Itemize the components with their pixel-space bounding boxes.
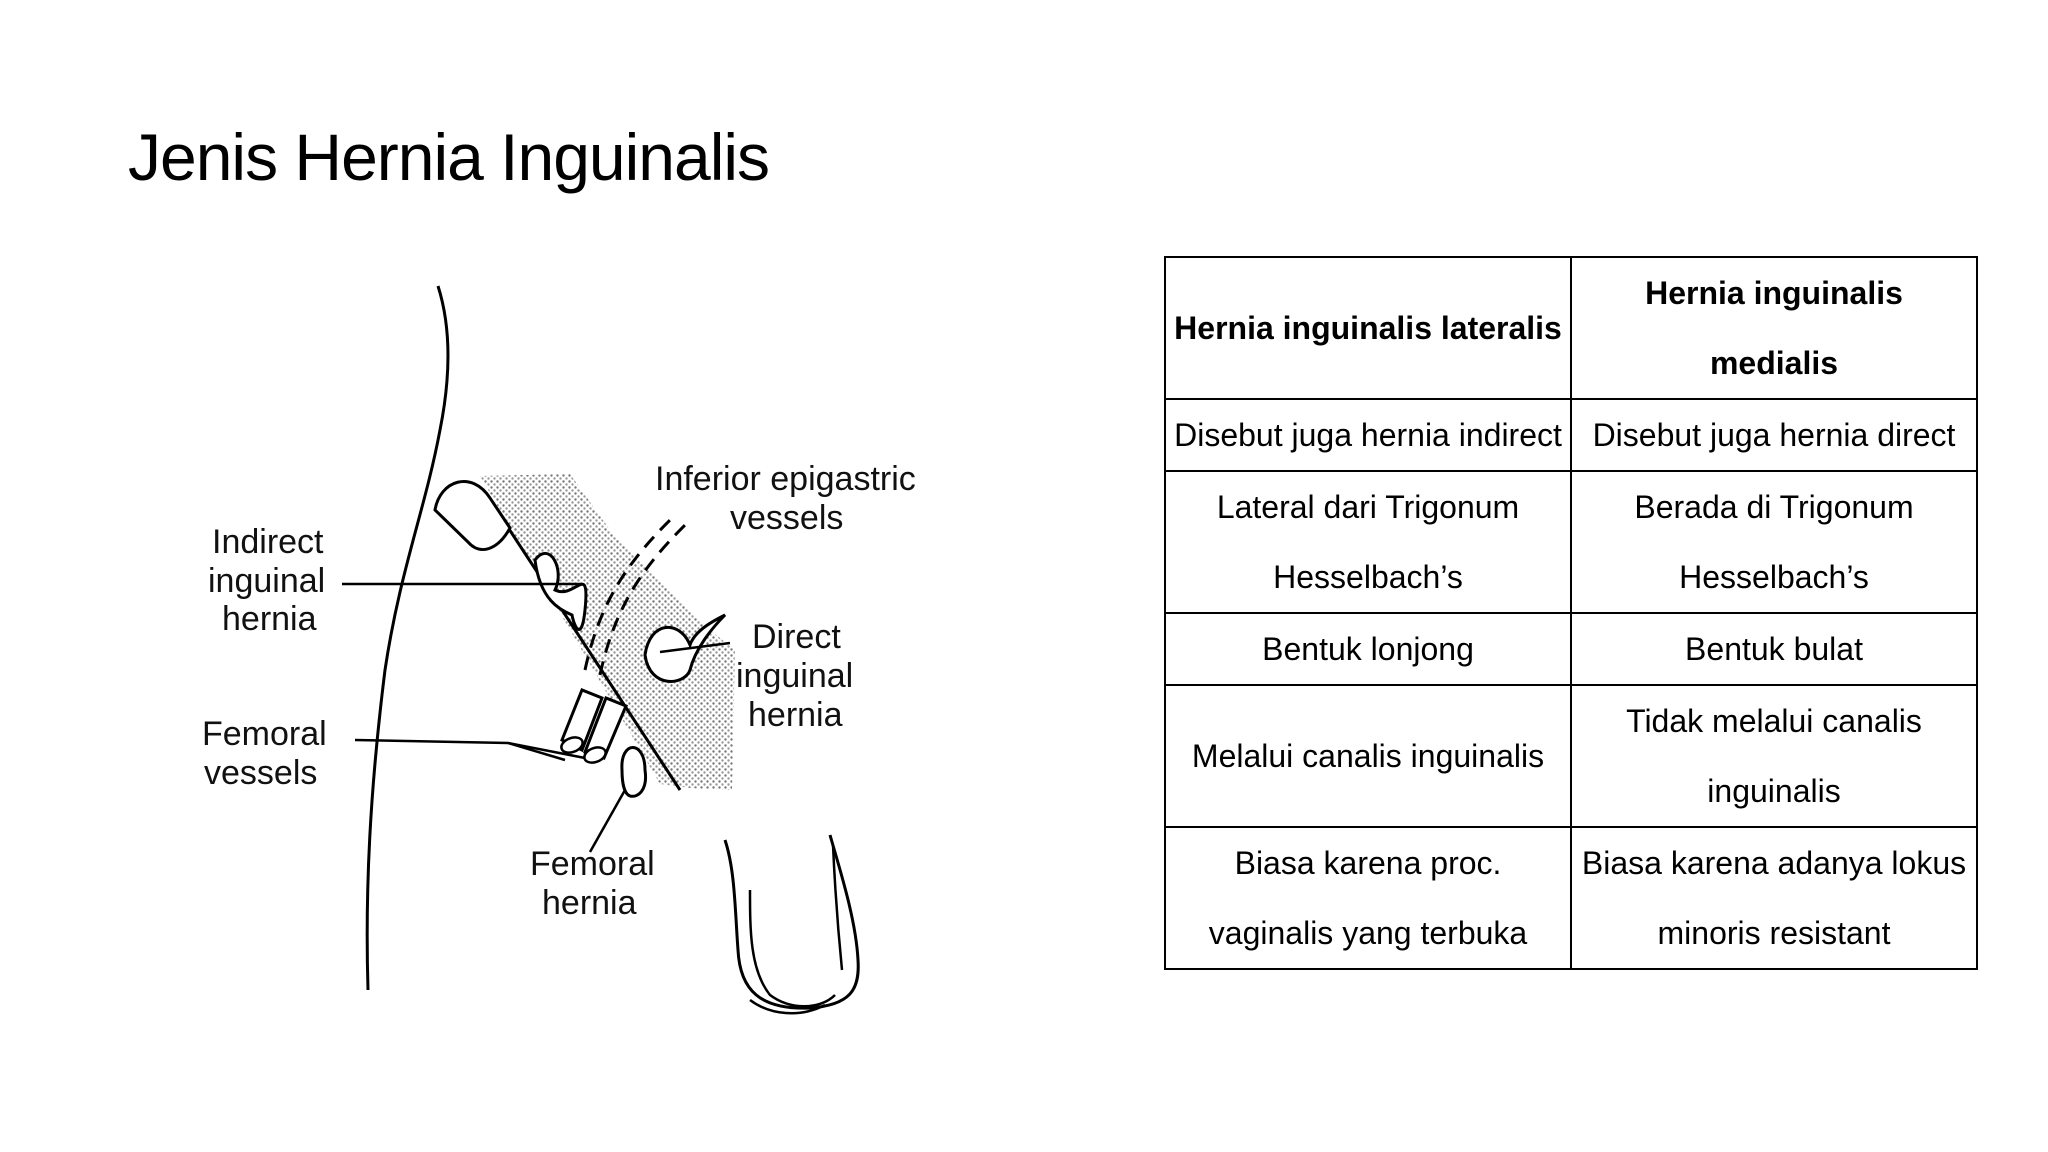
label-direct-2: inguinal (736, 657, 853, 695)
table-cell: Disebut juga hernia direct (1570, 398, 1978, 472)
table-cell: Berada di Trigonum Hesselbach’s (1570, 470, 1978, 614)
table-row: Biasa karena proc. vaginalis yang terbuk… (1164, 826, 1978, 970)
table-cell: Bentuk lonjong (1164, 612, 1572, 686)
label-indirect-1: Indirect (212, 523, 324, 561)
indirect-hernia-sac (533, 551, 588, 631)
table-cell: Disebut juga hernia indirect (1164, 398, 1572, 472)
table-cell: Biasa karena adanya lokus minoris resist… (1570, 826, 1978, 970)
table-cell: Bentuk bulat (1570, 612, 1978, 686)
table-cell: Tidak melalui canalis inguinalis (1570, 684, 1978, 828)
table-cell: Biasa karena proc. vaginalis yang terbuk… (1164, 826, 1572, 970)
abdominal-wall-edge (488, 499, 682, 791)
label-indirect-3: hernia (222, 600, 317, 638)
label-direct-1: Direct (752, 618, 841, 656)
slide-title: Jenis Hernia Inguinalis (128, 120, 770, 194)
table-cell: Lateral dari Trigonum Hesselbach’s (1164, 470, 1572, 614)
header-medialis: Hernia inguinalis medialis (1570, 256, 1978, 400)
finger-shape (433, 479, 512, 552)
inferior-epigastric-vessels (583, 518, 672, 671)
label-indirect-2: inguinal (208, 562, 325, 600)
table-header-row: Hernia inguinalis lateralis Hernia ingui… (1164, 256, 1978, 400)
label-femoral-vessels-2: vessels (204, 754, 317, 792)
header-lateralis: Hernia inguinalis lateralis (1164, 256, 1572, 400)
genital-outline (723, 834, 860, 1010)
femoral-hernia-sac (620, 746, 648, 798)
body-outline (365, 285, 450, 991)
comparison-table: Hernia inguinalis lateralis Hernia ingui… (1164, 256, 1978, 970)
table-row: Lateral dari Trigonum Hesselbach’s Berad… (1164, 470, 1978, 614)
label-direct-3: hernia (748, 696, 843, 734)
comparison-table-container: Hernia inguinalis lateralis Hernia ingui… (1164, 256, 1978, 970)
label-epigastric-2: vessels (730, 499, 843, 537)
table-row: Bentuk lonjong Bentuk bulat (1164, 612, 1978, 686)
table-row: Melalui canalis inguinalis Tidak melalui… (1164, 684, 1978, 828)
label-epigastric-1: Inferior epigastric (655, 460, 916, 498)
anatomy-drawing: Indirect inguinal hernia Inferior epigas… (202, 285, 916, 1015)
table-cell: Melalui canalis inguinalis (1164, 684, 1572, 828)
table-row: Disebut juga hernia indirect Disebut jug… (1164, 398, 1978, 472)
label-femoral-hernia-1: Femoral (530, 845, 655, 883)
label-femoral-hernia-2: hernia (542, 884, 637, 922)
label-femoral-vessels-1: Femoral (202, 715, 327, 753)
hernia-anatomy-diagram: Indirect inguinal hernia Inferior epigas… (190, 270, 970, 1080)
